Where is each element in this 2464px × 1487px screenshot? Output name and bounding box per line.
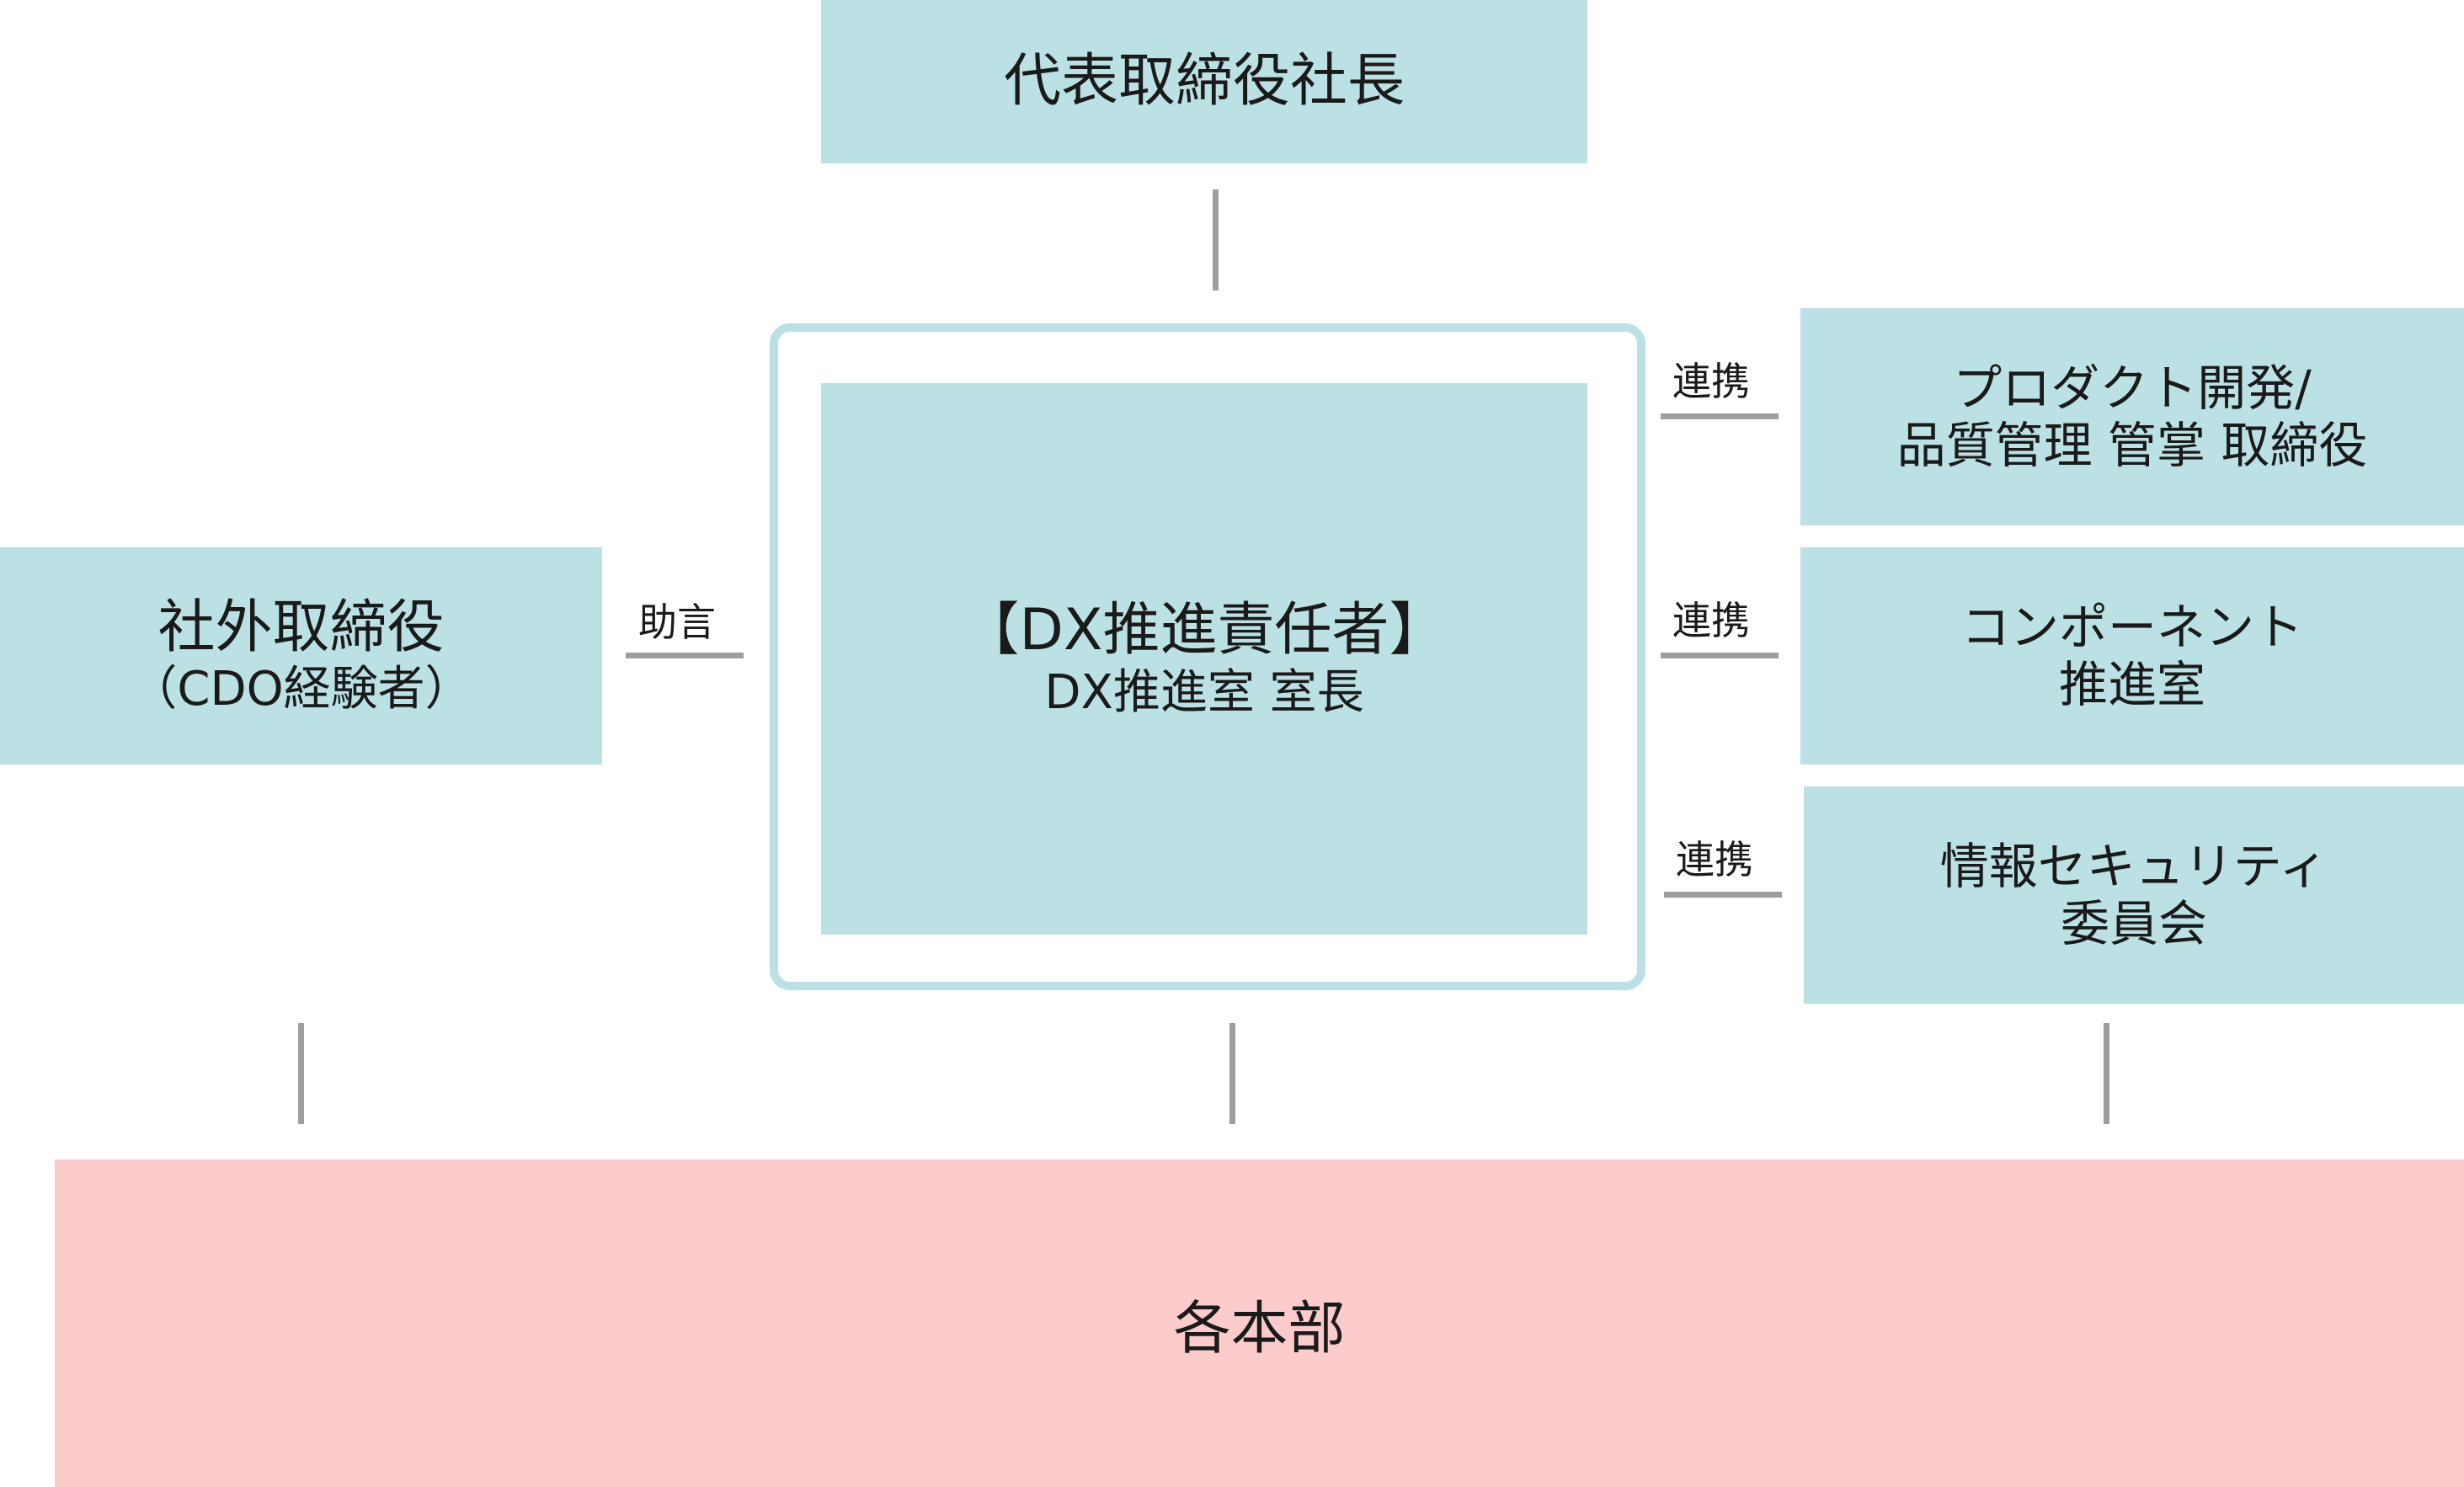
node-divisions-label: 各本部 — [1173, 1296, 1346, 1362]
node-product-director-line1: プロダクト開発/ — [1953, 359, 2312, 417]
node-external-director: 社外取締役 （CDO経験者） — [0, 547, 602, 765]
node-component-office-line2: 推進室 — [2058, 656, 2205, 713]
node-divisions: 各本部 — [55, 1159, 2464, 1487]
edge-cooperation-line-1 — [1661, 413, 1779, 419]
edge-cooperation-label-3: 連携 — [1676, 837, 1753, 882]
node-product-director-line2: 品質管理 管掌 取締役 — [1896, 417, 2368, 474]
node-dx-lead-title: 【DX推進責任者】 — [962, 597, 1447, 664]
node-external-director-title: 社外取締役 — [157, 594, 445, 661]
connector-ceo-dx — [1213, 189, 1219, 290]
edge-advice-line — [626, 653, 744, 658]
node-external-director-subtitle: （CDO経験者） — [130, 662, 472, 717]
connector-dx-divisions — [1229, 1023, 1235, 1124]
dx-frame — [770, 323, 1645, 990]
node-component-office-line1: コンポーネント — [1960, 598, 2303, 656]
edge-cooperation-label-1: 連携 — [1672, 359, 1750, 404]
edge-cooperation-line-2 — [1661, 653, 1779, 658]
node-dx-lead: 【DX推進責任者】 DX推進室 室長 — [821, 383, 1587, 935]
node-product-director: プロダクト開発/ 品質管理 管掌 取締役 — [1800, 308, 2464, 525]
edge-cooperation-line-3 — [1664, 892, 1782, 898]
node-security-committee: 情報セキュリティ 委員会 — [1804, 786, 2464, 1004]
node-ceo-label: 代表取締役社長 — [1003, 47, 1405, 115]
node-component-office: コンポーネント 推進室 — [1800, 547, 2464, 765]
edge-advice-label: 助言 — [638, 600, 716, 645]
node-security-committee-line2: 委員会 — [2060, 895, 2207, 952]
connector-right-divisions — [2104, 1023, 2109, 1124]
node-dx-lead-subtitle: DX推進室 室長 — [1044, 664, 1364, 720]
node-security-committee-line1: 情報セキュリティ — [1939, 837, 2328, 895]
node-ceo: 代表取締役社長 — [821, 0, 1587, 163]
edge-cooperation-label-2: 連携 — [1672, 598, 1750, 643]
connector-external-divisions — [298, 1023, 304, 1124]
